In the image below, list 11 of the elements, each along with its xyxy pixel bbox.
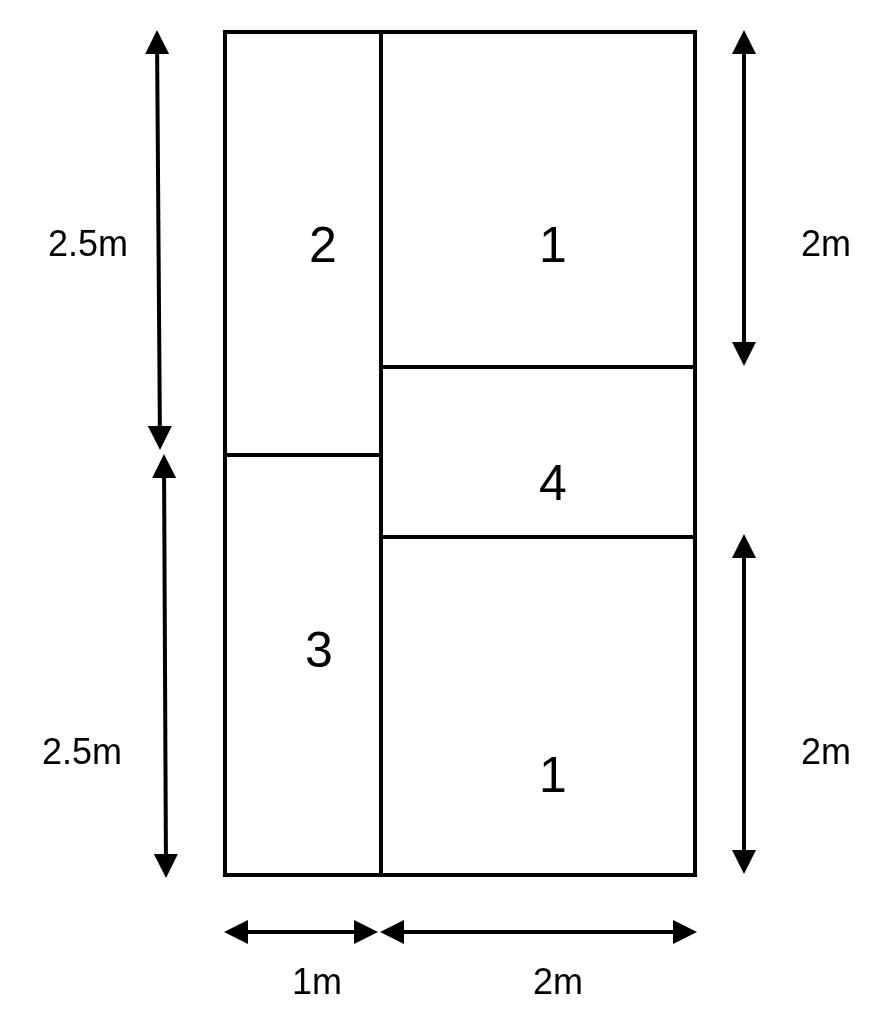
dimension-label: 2m xyxy=(801,224,851,264)
room-number: 2 xyxy=(309,220,337,270)
room-number: 4 xyxy=(539,458,567,508)
room-number: 1 xyxy=(539,750,567,800)
dimension-label: 2m xyxy=(533,962,583,1002)
dimension-label: 2.5m xyxy=(42,732,122,772)
dimension-label: 2m xyxy=(801,732,851,772)
room-number: 1 xyxy=(539,220,567,270)
dimension-label: 1m xyxy=(292,962,342,1002)
room-number: 3 xyxy=(305,625,333,675)
dimension-label: 2.5m xyxy=(48,224,128,264)
